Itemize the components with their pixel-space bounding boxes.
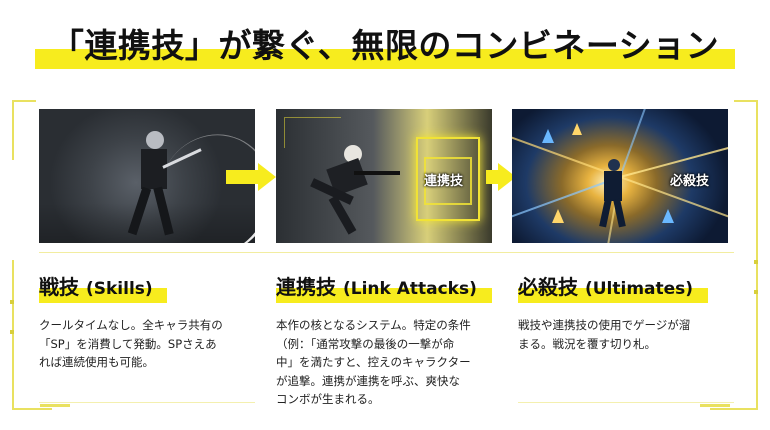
hud-lines: [284, 117, 341, 148]
headline-highlight: [35, 49, 735, 69]
frame-dot: [10, 330, 14, 334]
energy-shard: [662, 209, 674, 223]
column-description: 戦技や連携技の使用でゲージが溜 まる。戦況を覆す切り札。: [518, 316, 734, 353]
arrow-right-icon: [486, 170, 500, 184]
frame-bottom-left: [12, 408, 52, 410]
frame-under-panels: [39, 252, 734, 253]
character-figure: [304, 137, 400, 237]
description-line: 戦技や連携技の使用でゲージが溜: [518, 318, 691, 332]
heading-jp: 連携技: [276, 275, 336, 299]
description-line: 中」を満たすと、控えのキャラクター: [276, 355, 471, 369]
frame-col-divider: [39, 402, 255, 403]
description-line: が追撃。連携が連携を呼ぶ、爽快な: [276, 373, 460, 388]
description-line: コンボが生まれる。: [276, 392, 380, 406]
description-line: まる。戦況を覆す切り札。: [518, 336, 656, 351]
panel-floor: [39, 203, 255, 243]
energy-shard: [572, 123, 582, 135]
column-ultimates: 必殺技 (Ultimates) 戦技や連携技の使用でゲージが溜 まる。戦況を覆す…: [518, 272, 734, 353]
heading-highlight: [276, 288, 492, 303]
page-title: 「連携技」が繋ぐ、無限のコンビネーション: [50, 26, 720, 65]
heading-en: (Link Attacks): [342, 279, 477, 299]
panel-skills-image: [39, 109, 255, 243]
frame-dot: [754, 290, 758, 294]
description-line: （例：「通常攻撃の最後の一撃が命: [276, 336, 455, 351]
frame-bottom-right: [710, 408, 758, 410]
column-description: クールタイムなし。全キャラ共有の 「SP」を消費して発動。SPさえあ れば連続使…: [39, 316, 255, 372]
column-description: 本作の核となるシステム。特定の条件 （例：「通常攻撃の最後の一撃が命 中」を満た…: [276, 316, 502, 409]
character-figure: [121, 129, 202, 239]
arrow-right-icon: [226, 170, 260, 184]
arrow-right-head: [498, 163, 516, 191]
description-line: れば連続使用も可能。: [39, 355, 154, 369]
column-heading: 連携技 (Link Attacks): [276, 272, 502, 304]
frame-left-lower: [12, 260, 14, 410]
character-figure: [594, 159, 634, 229]
column-skills: 戦技 (Skills) クールタイムなし。全キャラ共有の 「SP」を消費して発動…: [39, 272, 255, 372]
panel-link-attacks-image: 連携技: [276, 109, 492, 243]
frame-dot: [10, 300, 14, 304]
column-heading: 戦技 (Skills): [39, 272, 255, 304]
arrow-right-head: [258, 163, 276, 191]
frame-right-vertical: [756, 100, 758, 410]
heading-highlight: [518, 288, 708, 303]
frame-top-right: [734, 100, 758, 102]
heading-highlight: [39, 288, 167, 303]
panel-label-ultimate: 必殺技: [670, 174, 710, 189]
heading-jp: 戦技: [39, 275, 79, 299]
description-line: 「SP」を消費して発動。SPさえあ: [39, 336, 217, 351]
heading-jp: 必殺技: [518, 275, 578, 299]
hud-frame: [416, 137, 480, 221]
panel-ultimates-image: 必殺技: [512, 109, 728, 243]
frame-dot: [754, 260, 758, 264]
description-line: クールタイムなし。全キャラ共有の: [39, 318, 223, 332]
headline-block: 「連携技」が繋ぐ、無限のコンビネーション: [35, 22, 735, 74]
energy-shard: [542, 129, 554, 143]
heading-en: (Skills): [85, 279, 153, 299]
frame-tick: [40, 404, 70, 407]
column-heading: 必殺技 (Ultimates): [518, 272, 734, 304]
energy-shard: [552, 209, 564, 223]
hud-inner-frame: [424, 157, 472, 205]
frame-col-divider: [518, 402, 734, 403]
column-link-attacks: 連携技 (Link Attacks) 本作の核となるシステム。特定の条件 （例：…: [276, 272, 502, 409]
frame-left-vertical: [12, 100, 14, 160]
frame-tick: [700, 404, 730, 407]
description-line: 本作の核となるシステム。特定の条件: [276, 318, 471, 332]
frame-top-left: [12, 100, 36, 102]
panel-label-link-attack: 連携技: [424, 174, 464, 189]
heading-en: (Ultimates): [584, 279, 694, 299]
